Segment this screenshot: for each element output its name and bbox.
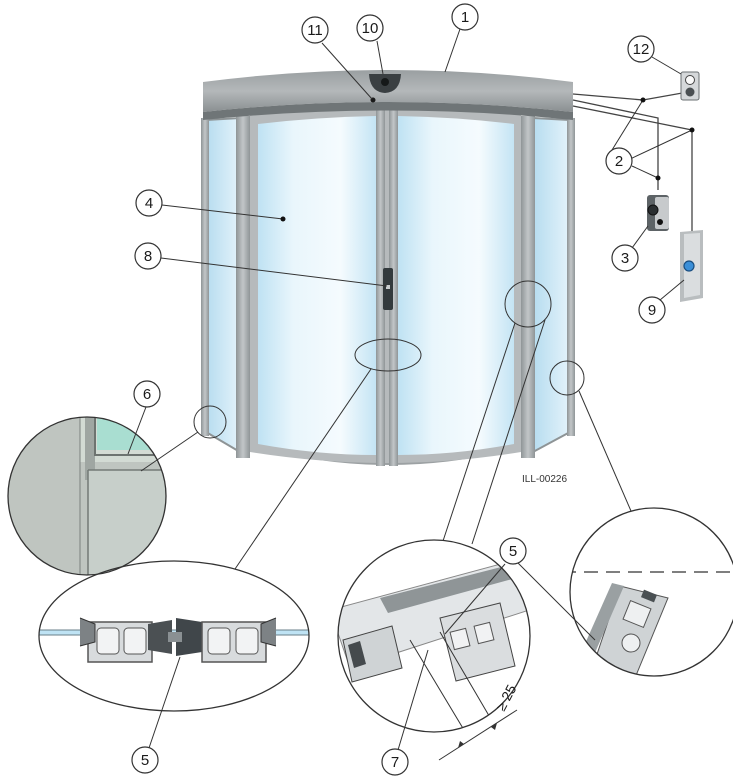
- callout-3: [611, 244, 639, 272]
- callout-2: [605, 147, 633, 175]
- program-switch-3: [647, 195, 669, 231]
- callout-label-3: 3: [621, 250, 629, 267]
- detail-7-clearance: [337, 539, 531, 733]
- callout-label-1: 1: [461, 9, 469, 26]
- focus-circle-7: [504, 280, 552, 328]
- callout-label-11: 11: [307, 22, 323, 39]
- push-button-9: [680, 230, 703, 302]
- callout-label-6: 6: [143, 386, 151, 403]
- leader-line: [471, 319, 546, 545]
- callout-label-12: 12: [633, 41, 650, 58]
- focus-ellipse-5: [354, 338, 422, 372]
- right-leaf-glass: [398, 116, 514, 455]
- key-switch-12: [680, 71, 700, 101]
- left-leaf-glass: [258, 116, 376, 455]
- callout-7: [381, 748, 409, 776]
- callout-5-left: [131, 746, 159, 774]
- callout-4: [135, 189, 163, 217]
- callout-6: [133, 380, 161, 408]
- callout-label-5a: 5: [141, 752, 149, 769]
- right-inner-post: [521, 116, 535, 458]
- leader-line: [442, 322, 516, 542]
- detail-6-corner: [7, 416, 167, 576]
- focus-circle-6: [193, 405, 227, 439]
- callout-10: [356, 14, 384, 42]
- callout-label-4: 4: [145, 195, 153, 212]
- callout-label-2: 2: [615, 153, 623, 170]
- cable: [572, 105, 693, 232]
- wall-devices: [572, 71, 703, 302]
- revolving-door: [201, 70, 575, 466]
- left-outer-post: [201, 118, 209, 436]
- callout-label-8: 8: [144, 248, 152, 265]
- focus-circle-5b: [549, 360, 585, 396]
- right-outer-post: [567, 118, 575, 436]
- left-side-glass: [205, 116, 241, 454]
- left-inner-post: [236, 116, 250, 458]
- cable: [572, 99, 659, 190]
- cable: [572, 72, 689, 101]
- right-side-glass: [532, 116, 571, 454]
- callout-label-5b: 5: [509, 543, 517, 560]
- detail-5-profile: [38, 560, 310, 712]
- leader-line: [234, 368, 372, 570]
- callout-8: [134, 242, 162, 270]
- detail-5-seal: [569, 507, 733, 677]
- callout-label-9: 9: [648, 302, 656, 319]
- center-stile-left: [376, 110, 385, 466]
- callout-12: [627, 35, 655, 63]
- callout-1: [451, 3, 479, 31]
- leader-line: [140, 431, 199, 472]
- leader-line: [578, 390, 632, 512]
- callout-11: [301, 16, 329, 44]
- callout-9: [638, 296, 666, 324]
- center-stile-right: [389, 110, 398, 466]
- callout-5-right: [499, 537, 527, 565]
- callout-label-10: 10: [362, 20, 379, 37]
- reference-code: ILL-00226: [522, 474, 567, 485]
- callouts: 1 10 11 12 2 3 9 4: [127, 3, 695, 776]
- callout-label-7: 7: [391, 754, 399, 771]
